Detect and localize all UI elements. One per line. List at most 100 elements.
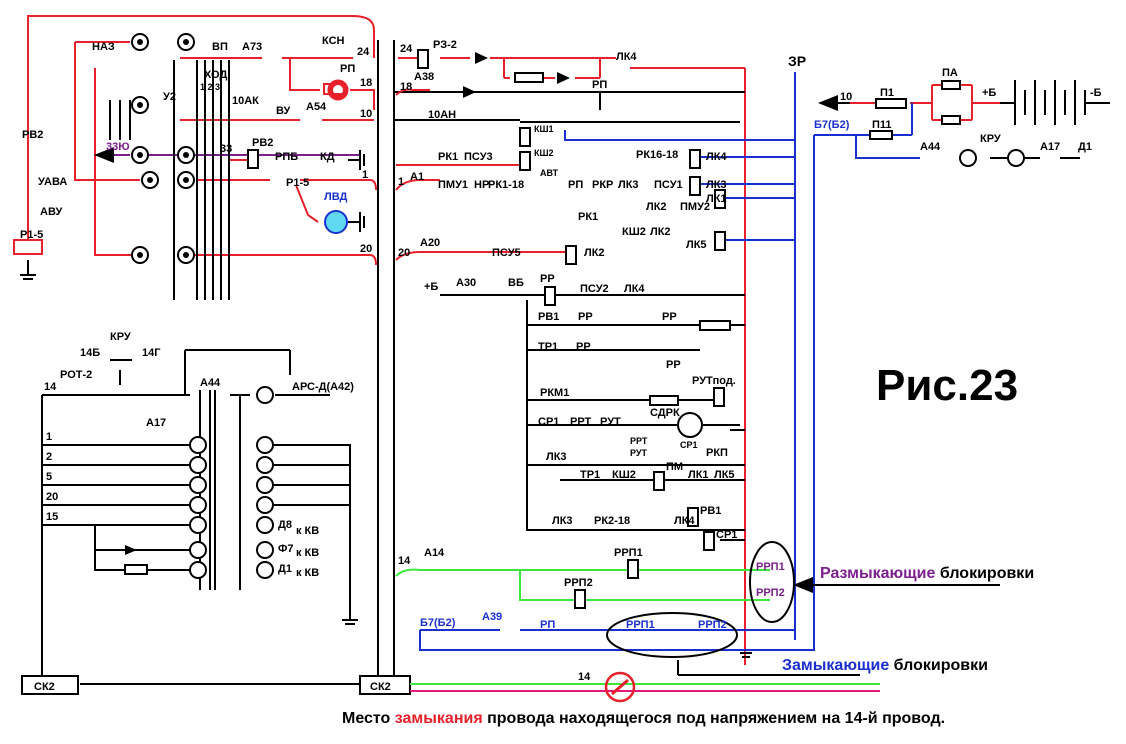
label-rrp2-o: РРП2 [756, 587, 785, 599]
label-rkm1: РКМ1 [540, 387, 569, 399]
label-rkp: РКП [706, 447, 728, 459]
label-sk2-l: СК2 [34, 681, 55, 693]
label-sdrk: СДРК [650, 407, 680, 419]
right-terminals [959, 149, 1025, 167]
battery [818, 80, 1110, 159]
close-blockings-highlight: Замыкающие [782, 657, 889, 674]
label-uava: УАВА [38, 176, 67, 188]
label-lk2b: ЛК2 [650, 226, 671, 238]
label-hod-pos: 1 2 3 [200, 82, 220, 92]
label-p-20: 20 [46, 491, 58, 503]
label-a17: А17 [146, 417, 166, 429]
label-kkv3: к КВ [296, 567, 319, 579]
label-p-2: 2 [46, 451, 52, 463]
label-psu2: ПСУ2 [580, 283, 609, 295]
open-blockings-highlight: Размыкающие [820, 565, 936, 582]
label-lk3: ЛК3 [618, 179, 639, 191]
label-psu1: ПСУ1 [654, 179, 683, 191]
label-lk3c: ЛК3 [546, 451, 567, 463]
label-a54: А54 [306, 101, 327, 113]
label-d1: Д1 [278, 563, 292, 575]
label-ak10: 10АК [232, 95, 259, 107]
label-tr1: ТР1 [538, 341, 558, 353]
label-a44-r: А44 [920, 141, 941, 153]
label-rk16: РК16-18 [636, 149, 678, 161]
right-red-wiring [395, 57, 746, 665]
label-rk118: РК1-18 [488, 179, 524, 191]
caption-suffix: провода находящегося под напряжением на … [483, 710, 945, 727]
label-d1-r: Д1 [1078, 141, 1092, 153]
label-p11: П11 [872, 119, 892, 131]
label-lk5b: ЛК5 [714, 469, 735, 481]
label-vu: ВУ [276, 105, 291, 117]
sk2-boxes [21, 675, 411, 695]
label-w24b: 24 [400, 43, 413, 55]
label-rk218: РК2-18 [594, 515, 630, 527]
bottom-resistor [124, 564, 148, 575]
label-vb: ВБ [508, 277, 524, 289]
bottom-terminals [189, 386, 274, 579]
close-blockings-oval [606, 612, 738, 658]
battery-red-wiring [850, 84, 1000, 121]
rv2-coil [247, 149, 259, 169]
label-a73: А73 [242, 41, 262, 53]
r15-coil-left [13, 239, 43, 255]
label-rr: РР [540, 273, 555, 285]
label-avu: АВУ [40, 206, 62, 218]
diodes [463, 52, 570, 98]
label-w1a: 1 [362, 169, 368, 181]
label-kkv2: к КВ [296, 547, 319, 559]
label-lk4-top: ЛК4 [616, 51, 637, 63]
label-p-5: 5 [46, 471, 52, 483]
label-w10a: 10 [360, 108, 372, 120]
label-lk3b: ЛК3 [706, 179, 727, 191]
label-a38: А38 [414, 71, 434, 83]
left-black-structure [20, 40, 520, 690]
sdrk-motor [677, 412, 703, 438]
label-sk2-r: СК2 [370, 681, 391, 693]
right-coils [417, 49, 961, 609]
label-b7b2-b: Б7(Б2) [420, 617, 456, 629]
label-r15: Р1-5 [286, 177, 309, 189]
label-lk1b: ЛК1 [688, 469, 709, 481]
bottom-left-wiring [41, 349, 370, 685]
label-a20: А20 [420, 237, 440, 249]
label-rut-pod: РУТпод. [692, 375, 736, 387]
label-a30: А30 [456, 277, 476, 289]
figure-title: Рис.23 [876, 361, 1018, 410]
label-p1: П1 [880, 87, 894, 99]
label-rrt-s: РРТ [630, 436, 648, 446]
label-ksn: КСН [322, 35, 345, 47]
label-w20b: 20 [398, 247, 410, 259]
label-rp-mid: РП [592, 79, 607, 91]
label-kd: КД [320, 151, 335, 163]
label-rrp1-o: РРП1 [756, 561, 785, 573]
label-lk2c: ЛК2 [584, 247, 605, 259]
label-f7: Ф7 [278, 543, 294, 555]
label-rpb: РПБ [275, 151, 298, 163]
label-rr5: РР [666, 359, 681, 371]
label-hod: ХОД [204, 69, 227, 81]
label-rr2: РР [578, 311, 593, 323]
label-lvd: ЛВД [324, 191, 348, 203]
label-ksh1: КШ1 [534, 124, 554, 134]
label-minus-b: -Б [1090, 87, 1102, 99]
label-r15-left: Р1-5 [20, 229, 43, 241]
left-terminals [131, 33, 195, 264]
label-lk4c: ЛК4 [624, 283, 645, 295]
label-lk1: ЛК1 [706, 193, 727, 205]
label-a44: А44 [200, 377, 221, 389]
label-kkv1: к КВ [296, 525, 319, 537]
left-red-wiring [27, 15, 377, 266]
label-w1b: 1 [398, 176, 404, 188]
label-u2: У2 [163, 91, 176, 103]
label-w10b: 10 [840, 91, 852, 103]
label-avt: АВТ [540, 168, 559, 178]
label-rr4: РР [576, 341, 591, 353]
label-rk1: РК1 [438, 151, 458, 163]
label-rrp2: РРП2 [564, 577, 593, 589]
label-lk5: ЛК5 [686, 239, 707, 251]
label-rut: РУТ [600, 416, 621, 428]
label-tr1b: ТР1 [580, 469, 600, 481]
